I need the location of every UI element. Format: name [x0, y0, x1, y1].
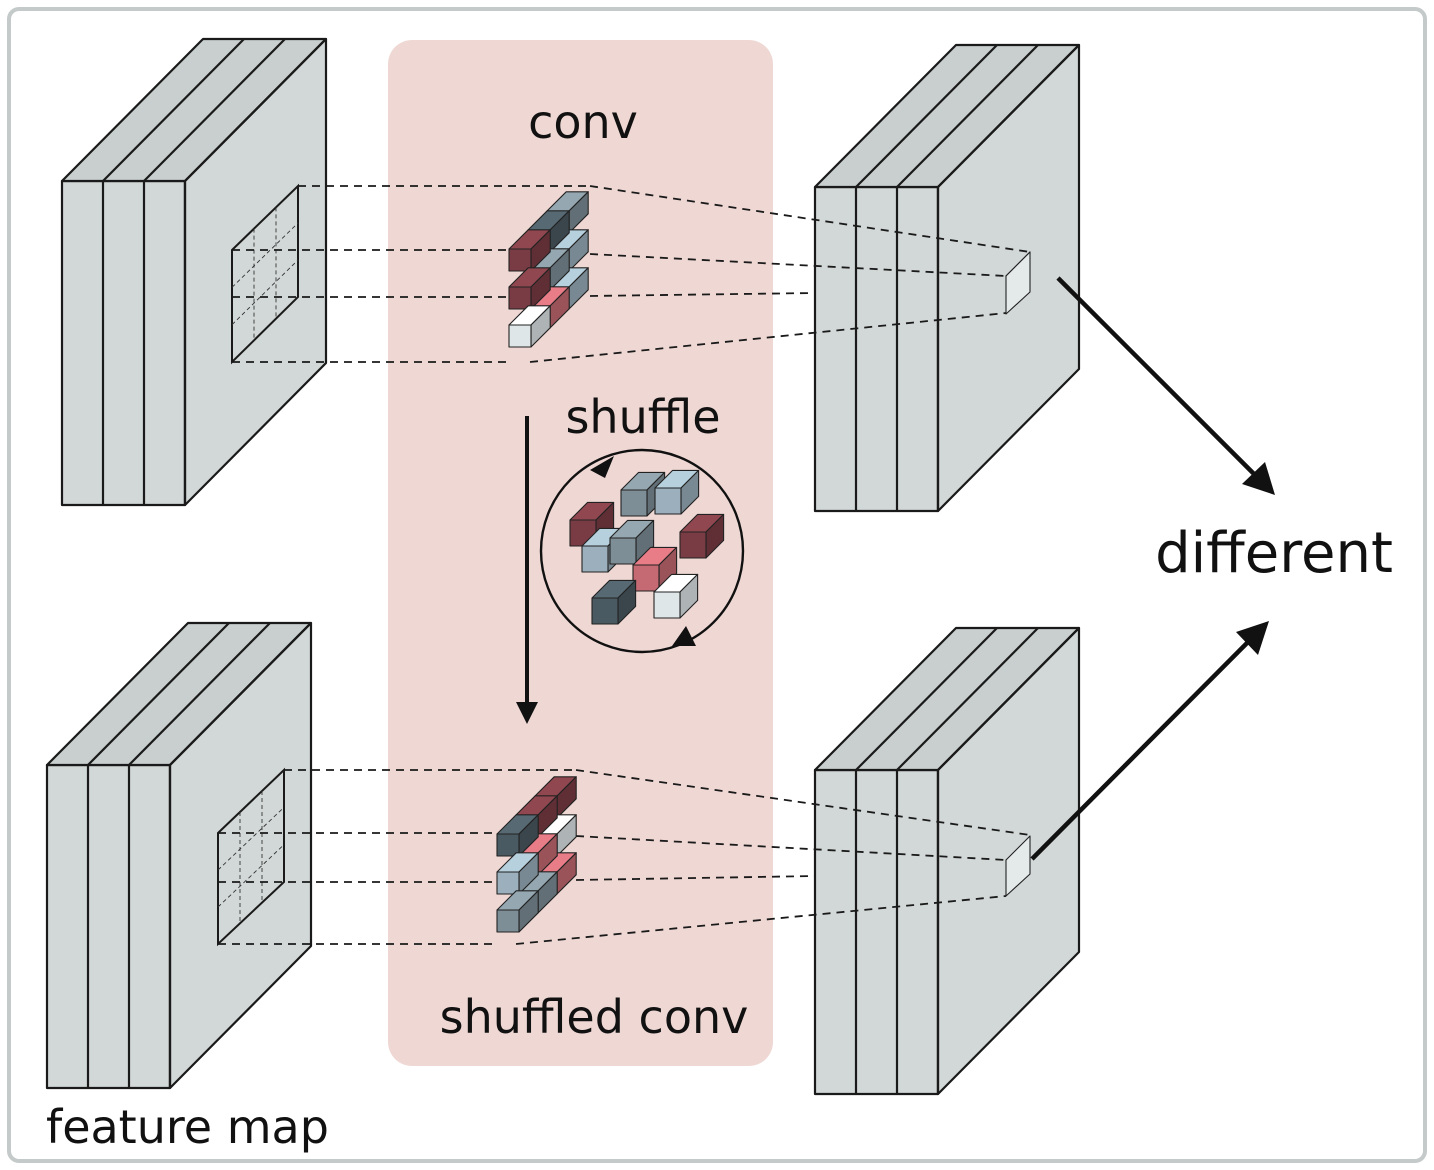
output-cell-bottom-face	[1005, 835, 1031, 897]
different-arrow-bottom-head	[1236, 621, 1269, 655]
feature-map-bottom-left-top-divider	[128, 622, 271, 766]
shuffle-cube-front	[653, 591, 681, 619]
shuffle-cube	[632, 546, 678, 592]
input-window-bottom-grid-line	[217, 844, 285, 908]
feature-map-bottom-right-top-divider	[937, 627, 1080, 771]
conv-kernel-cube	[508, 229, 551, 272]
shuffle-cube-front	[632, 564, 660, 592]
projection-line-bottom	[515, 895, 1007, 945]
shuffled-kernel-cube	[496, 814, 539, 857]
feature-map-top-left-top-divider	[184, 38, 327, 182]
shuffle-icon	[539, 448, 745, 654]
input-window-top-grid-line	[231, 259, 299, 325]
feature-map-bottom-left-front-face	[45, 763, 172, 1090]
conv-kernel-cube	[508, 305, 551, 348]
feature-map-top-left	[60, 37, 328, 507]
projection-line-bottom	[575, 769, 1031, 836]
feature-map-bottom-left-top-divider	[87, 622, 230, 766]
input-window-top	[231, 183, 299, 365]
feature-map-bottom-right-top-divider	[855, 627, 998, 771]
different-arrow-top-shaft	[1056, 276, 1258, 478]
shuffle-cube	[679, 513, 725, 559]
projection-line-top	[589, 292, 816, 297]
conv-kernel	[508, 191, 589, 348]
shuffle-cube-front	[609, 537, 637, 565]
shuffle-cube-front	[679, 531, 707, 559]
shuffle-cube	[609, 519, 655, 565]
feature-map-bottom-left-top-divider	[169, 622, 312, 766]
shuffled-conv-label: shuffled conv	[440, 990, 749, 1044]
feature-map-top-left-top-divider	[143, 38, 286, 182]
shuffle-cube-front	[654, 487, 682, 515]
shuffle-cube-front	[620, 489, 648, 517]
shuffled-kernel	[496, 776, 577, 933]
conv-kernel-cube	[508, 267, 551, 310]
projection-line-bottom	[575, 875, 816, 881]
feature-map-top-right	[813, 43, 1081, 513]
different-label: different	[1155, 521, 1393, 586]
shuffled-kernel-cube-front	[496, 909, 520, 933]
projection-line-bottom	[575, 835, 1007, 861]
feature-map-top-left-front-face	[60, 179, 187, 507]
projection-line-top	[589, 185, 1031, 253]
shuffle-label: shuffle	[565, 390, 720, 444]
projection-line-top	[529, 312, 1007, 363]
shuffle-cycle-arrow-bottom	[672, 626, 696, 646]
shuffle-cube-front	[591, 597, 619, 625]
feature-map-bottom-right-top-divider	[896, 627, 1039, 771]
feature-map-top-right-top-divider	[937, 44, 1080, 188]
different-arrow-bottom-shaft	[1030, 638, 1252, 861]
feature-map-top-right-front-face	[813, 185, 940, 513]
output-cell-top-face	[1005, 251, 1031, 315]
input-window-bottom	[217, 767, 285, 947]
shuffled-kernel-cube	[496, 852, 539, 895]
shuffle-cube	[591, 579, 637, 625]
shuffle-circle	[539, 448, 745, 654]
feature-map-top-right-top-divider	[855, 44, 998, 188]
different-arrow-top-head	[1242, 462, 1275, 495]
feature-map-bottom-left	[45, 621, 313, 1090]
feature-map-top-left-top-divider	[102, 38, 245, 182]
input-window-bottom-grid-line	[217, 807, 285, 871]
feature-map-top-right-top-divider	[896, 44, 1039, 188]
conv-label: conv	[528, 95, 638, 149]
shuffle-cube-front	[581, 545, 609, 573]
feature-map-label: feature map	[46, 1100, 329, 1154]
shuffle-arrow-head	[516, 702, 538, 724]
shuffle-cube	[653, 573, 699, 619]
shuffled-kernel-cube	[496, 890, 539, 933]
input-window-top-grid-line	[231, 222, 299, 288]
shuffle-cycle-arrow-top	[590, 456, 614, 478]
conv-kernel-cube-front	[508, 324, 532, 348]
shuffle-cube	[654, 469, 700, 515]
feature-map-bottom-right-front-face	[813, 768, 940, 1096]
